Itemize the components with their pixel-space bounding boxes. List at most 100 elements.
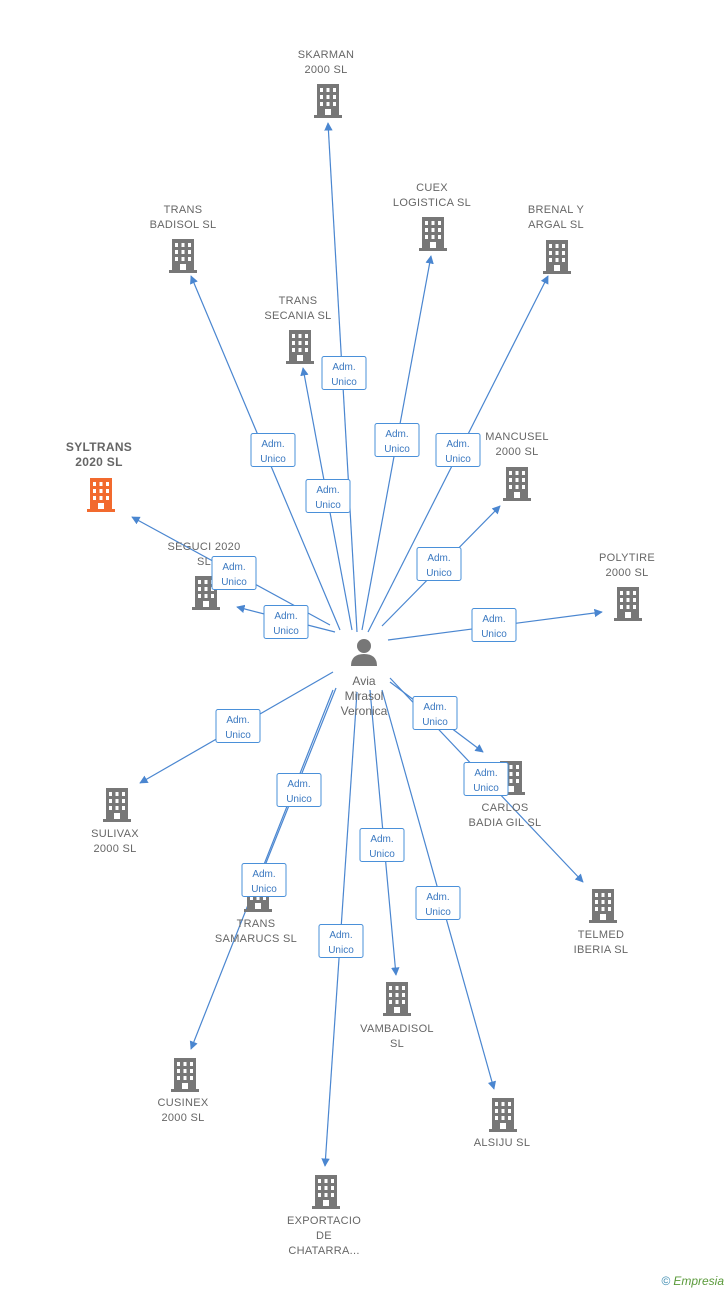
company-label: SULIVAX xyxy=(91,828,139,840)
company-label: SKARMAN xyxy=(298,49,355,61)
company-label: VAMBADISOL xyxy=(360,1023,434,1035)
company-label: EXPORTACIO xyxy=(287,1215,361,1227)
company-label: LOGISTICA SL xyxy=(393,197,471,209)
role-badge-cusinex[interactable]: Adm.Unico xyxy=(241,863,287,897)
role-badge-sulivax[interactable]: Adm.Unico xyxy=(215,709,261,743)
role-text: Unico xyxy=(260,454,286,465)
role-badge-syltrans[interactable]: Adm.Unico xyxy=(211,556,257,590)
role-text: Adm. xyxy=(426,892,449,903)
role-badge-cuex[interactable]: Adm. Unico xyxy=(374,423,420,457)
role-text: Adm. xyxy=(226,715,249,726)
role-badge-seguci[interactable]: Adm. Unico xyxy=(263,605,309,639)
role-text: Unico xyxy=(425,907,451,918)
role-text: Adm. xyxy=(287,779,310,790)
company-node-telmed[interactable]: TELMED IBERIA SL xyxy=(574,889,629,956)
building-icon xyxy=(383,982,411,1016)
company-label: SL xyxy=(390,1038,404,1050)
company-label: SEGUCI 2020 xyxy=(167,541,240,553)
role-badge-mancusel[interactable]: Adm.Unico xyxy=(416,547,462,581)
role-badge-alsiju[interactable]: Adm. Unico xyxy=(415,886,461,920)
company-label: BADIA GIL SL xyxy=(469,817,542,829)
company-label: CUSINEX xyxy=(158,1097,209,1109)
building-icon xyxy=(543,240,571,274)
company-label: 2000 SL xyxy=(93,843,136,855)
company-label: DE xyxy=(316,1230,332,1242)
company-label: BADISOL SL xyxy=(150,219,217,231)
role-text: Unico xyxy=(331,377,357,388)
footer-brand[interactable]: ©Empresia xyxy=(661,1274,724,1288)
role-text: Unico xyxy=(315,500,341,511)
company-label: IBERIA SL xyxy=(574,944,629,956)
role-badge-carlos-badia[interactable]: Adm.Unico xyxy=(412,696,458,730)
role-text: Adm. xyxy=(482,614,505,625)
role-text: Unico xyxy=(369,849,395,860)
company-node-carlos-badia[interactable]: CARLOS BADIA GIL SL xyxy=(469,761,542,829)
building-icon xyxy=(314,84,342,118)
building-icon xyxy=(286,330,314,364)
company-label: TELMED xyxy=(578,929,624,941)
building-icon xyxy=(87,478,115,512)
role-text: Adm. xyxy=(261,439,284,450)
role-text: Adm. xyxy=(274,611,297,622)
role-text: Unico xyxy=(481,629,507,640)
role-badge-exportacio[interactable]: Adm.Unico xyxy=(318,924,364,958)
building-icon xyxy=(614,587,642,621)
company-label: SL xyxy=(197,556,211,568)
building-icon xyxy=(171,1058,199,1092)
building-icon xyxy=(169,239,197,273)
role-text: Adm. xyxy=(385,429,408,440)
role-text: Unico xyxy=(273,626,299,637)
role-text: Adm. xyxy=(332,362,355,373)
role-text: Adm. xyxy=(316,485,339,496)
company-node-cuex[interactable]: CUEX LOGISTICA SL xyxy=(393,182,471,251)
person-icon xyxy=(351,639,377,666)
company-node-alsiju[interactable]: ALSIJU SL xyxy=(474,1098,531,1149)
role-badge-trans-secania[interactable]: Adm. Unico xyxy=(305,479,351,513)
role-text: Unico xyxy=(445,454,471,465)
role-text: Unico xyxy=(384,444,410,455)
role-text: Unico xyxy=(286,794,312,805)
company-label: POLYTIRE xyxy=(599,552,655,564)
company-label: 2020 SL xyxy=(75,455,122,469)
role-badge-polytire[interactable]: Adm. Unico xyxy=(471,608,517,642)
company-node-vambadisol[interactable]: VAMBADISOL SL xyxy=(360,982,434,1050)
company-label: CARLOS xyxy=(481,802,528,814)
role-text: Adm. xyxy=(427,553,450,564)
company-label: SAMARUCS SL xyxy=(215,933,297,945)
company-label: CUEX xyxy=(416,182,448,194)
building-icon xyxy=(312,1175,340,1209)
company-label: SECANIA SL xyxy=(264,310,331,322)
role-badge-trans-badisol[interactable]: Adm. Unico xyxy=(250,433,296,467)
role-badge-vambadisol[interactable]: Adm.Unico xyxy=(359,828,405,862)
person-name-line: Veronica xyxy=(341,704,388,718)
role-text: Adm. xyxy=(474,768,497,779)
company-node-trans-samarucs[interactable]: TRANS SAMARUCS SL xyxy=(215,878,297,945)
company-node-sulivax[interactable]: SULIVAX 2000 SL xyxy=(91,788,139,855)
role-badge-skarman[interactable]: Adm. Unico xyxy=(321,356,367,390)
company-label: MANCUSEL xyxy=(485,431,549,443)
company-label: TRANS xyxy=(237,918,276,930)
role-badge-brenal[interactable]: Adm.Unico xyxy=(435,433,481,467)
role-text: Unico xyxy=(328,945,354,956)
role-text: Adm. xyxy=(252,869,275,880)
role-badge-telmed[interactable]: Adm. Unico xyxy=(463,762,509,796)
person-name-line: Mirasol xyxy=(345,689,384,703)
building-icon xyxy=(103,788,131,822)
building-icon xyxy=(503,467,531,501)
company-node-exportacio[interactable]: EXPORTACIODECHATARRA... xyxy=(287,1175,361,1257)
role-text: Unico xyxy=(473,783,499,794)
company-label: BRENAL Y xyxy=(528,204,585,216)
role-badge-trans-samarucs[interactable]: Adm. Unico xyxy=(276,773,322,807)
building-icon xyxy=(419,217,447,251)
